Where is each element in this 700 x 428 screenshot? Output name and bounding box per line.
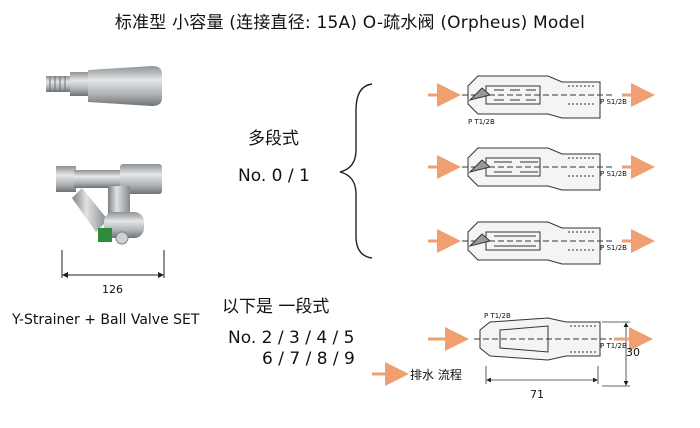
port-label-out-2: P S1/2B — [600, 170, 627, 178]
dimension-126-label: 126 — [102, 283, 123, 296]
port-label-out-1: P S1/2B — [600, 98, 627, 106]
section-drawing-2 — [462, 147, 612, 191]
group-brace — [339, 83, 373, 259]
section-drawing-4 — [474, 317, 630, 387]
drain-flow-label: 排水 流程 — [410, 368, 462, 382]
dimension-30-label: 30 — [626, 346, 640, 359]
trap-photo — [46, 66, 162, 106]
strainer-caption: Y-Strainer + Ball Valve SET — [12, 312, 200, 328]
strainer-valve-photo — [56, 164, 162, 245]
page-title: 标准型 小容量 (连接直径: 15A) O-疏水阀 (Orpheus) Mode… — [114, 13, 586, 33]
port-label-in-4: P T1/2B — [484, 312, 511, 320]
single-stage-models-line2: 6 / 7 / 8 / 9 — [262, 349, 355, 369]
port-label-out-3: P S1/2B — [600, 244, 627, 252]
single-stage-models-line1: No. 2 / 3 / 4 / 5 — [228, 328, 355, 348]
multi-stage-models: No. 0 / 1 — [238, 166, 310, 186]
single-stage-label: 以下是 一段式 — [222, 297, 330, 317]
dimension-71-label: 71 — [530, 388, 544, 401]
section-drawing-3 — [462, 221, 612, 265]
dimension-126 — [61, 250, 165, 278]
flow-arrows — [372, 83, 655, 386]
port-label-out-4: P T1/2B — [600, 342, 627, 350]
port-label-in-1: P T1/2B — [468, 118, 495, 126]
multi-stage-label: 多段式 — [248, 129, 299, 149]
section-drawing-1 — [462, 75, 612, 119]
